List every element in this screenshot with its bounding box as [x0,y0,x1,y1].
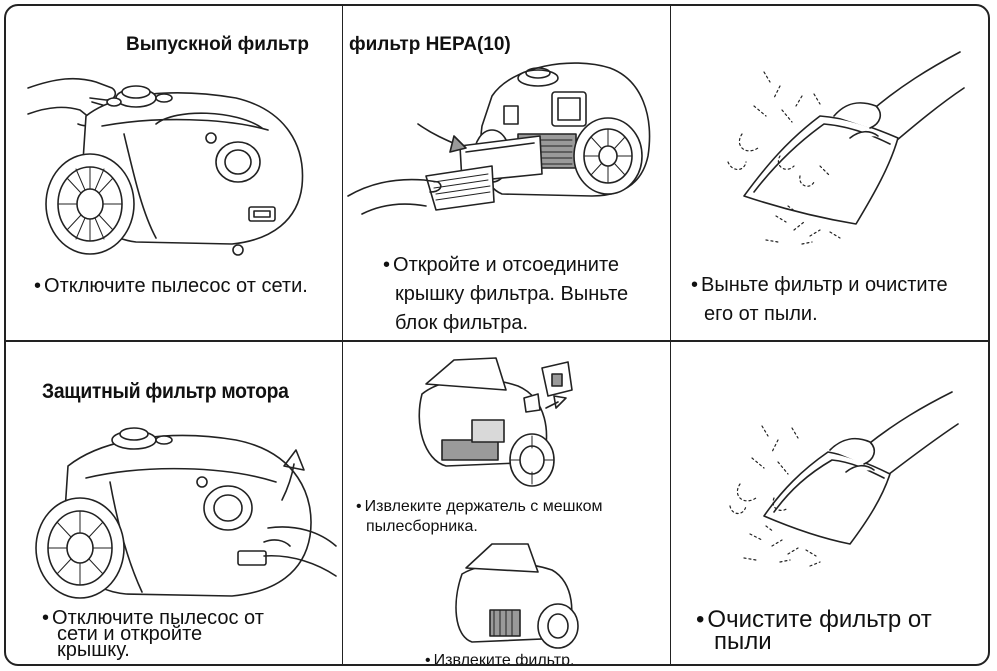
filter-removal-illustration [342,538,670,648]
dust-shake-illustration [670,6,990,256]
panel-caption-line-1: Выньте фильтр и очистите [691,271,948,300]
panel-caption: Отключите пылесос от сети. [34,272,308,301]
panel-caption-bottom: Извлеките фильтр. [425,651,574,666]
bag-holder-removal-illustration [342,344,670,494]
panel-heading: Защитный фильтр мотора [42,380,289,404]
vacuum-cleaner-illustration [6,6,336,266]
panel-caption-top-line-2: пылесборника. [356,517,603,537]
vacuum-open-lid-illustration [6,406,336,606]
dust-shake-illustration-2 [670,366,990,596]
panel-caption-top-line-1: Извлеките держатель с мешком [356,497,603,517]
panel-caption-line-2: пыли [696,631,932,653]
panel-caption-line-3: блок фильтра. [383,309,628,338]
panel-caption-line-2: его от пыли. [691,300,948,329]
hepa-filter-removal-illustration [342,6,670,216]
panel-caption-line-2: крышку фильтра. Выньте [383,280,628,309]
instruction-sheet: Выпускной фильтр [4,4,990,666]
row-divider [6,340,988,342]
panel-caption-line-1: Откройте и отсоедините [383,251,628,280]
